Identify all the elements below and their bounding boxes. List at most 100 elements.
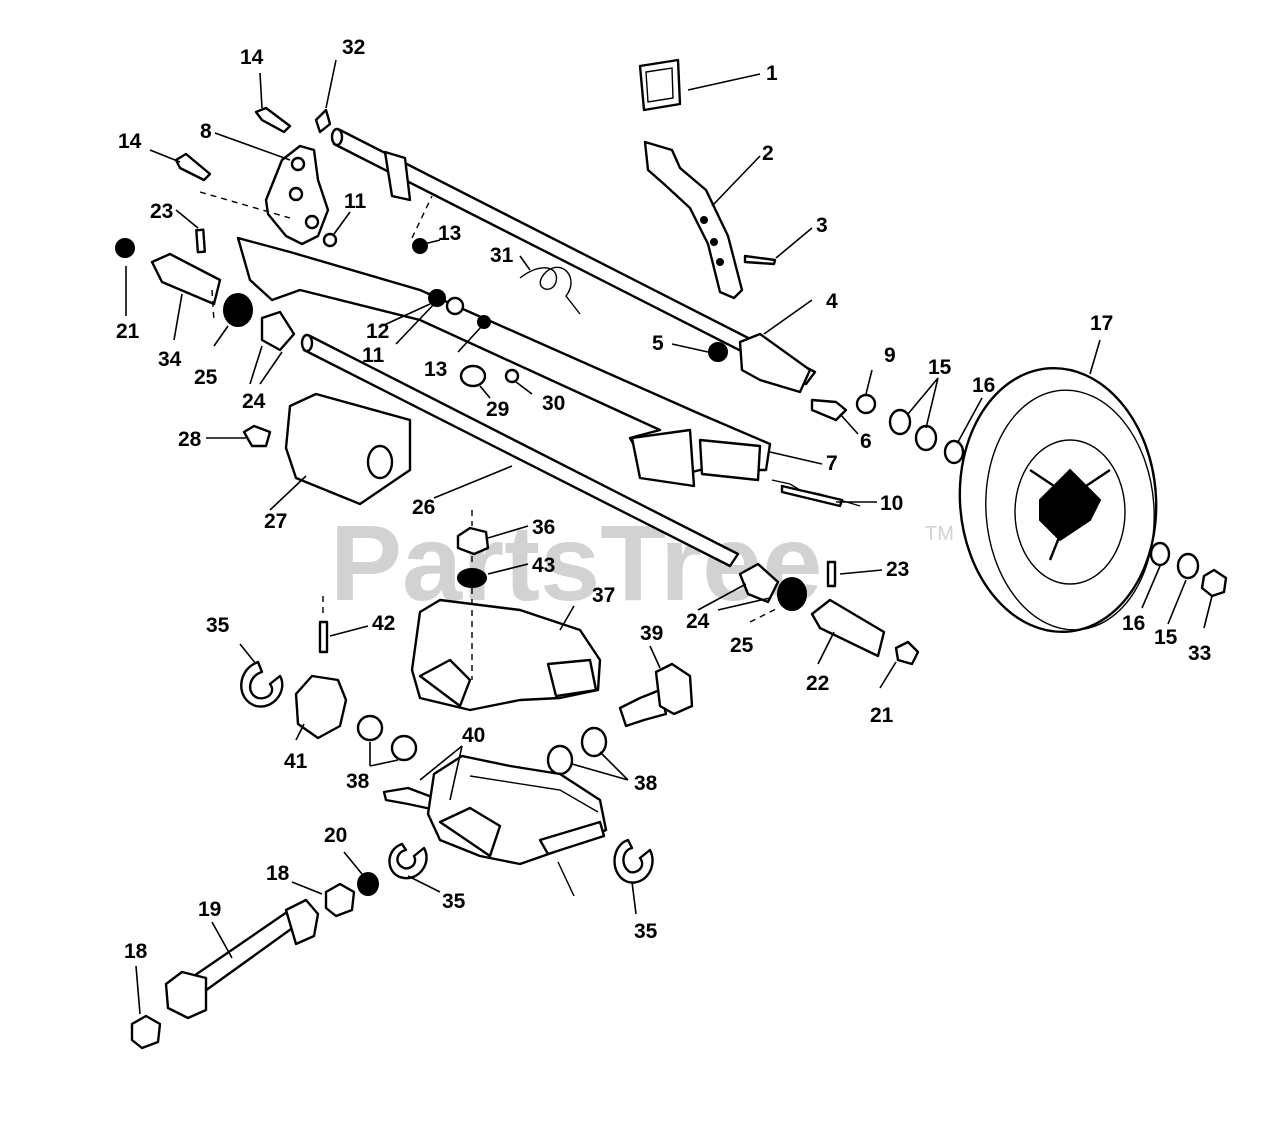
part-clip-32	[314, 108, 332, 134]
part-bearing-22	[810, 598, 886, 658]
callout-23a: 23	[150, 200, 173, 223]
part-bolt-14a	[254, 106, 292, 134]
part-washer-38d	[580, 726, 608, 758]
part-nut-13b	[477, 315, 491, 329]
watermark: PartsTree TM	[330, 502, 954, 623]
callout-35b: 35	[442, 890, 466, 913]
callout-17: 17	[1090, 312, 1113, 335]
callout-19: 19	[198, 898, 221, 921]
part-pinion-39	[618, 662, 694, 728]
callout-36: 36	[532, 516, 555, 539]
callout-42: 42	[372, 612, 395, 635]
part-bushing-24a	[260, 310, 296, 352]
part-washer-15a	[888, 408, 912, 436]
callout-38a: 38	[346, 770, 370, 793]
part-washer-38a	[356, 714, 384, 742]
part-cap-21a	[115, 238, 135, 258]
part-gear-housing-lower	[426, 754, 608, 866]
callout-14a: 14	[240, 46, 264, 69]
callout-34: 34	[158, 348, 182, 371]
callout-35c: 35	[634, 920, 658, 943]
callout-21b: 21	[870, 704, 894, 727]
part-bushing-29	[459, 364, 487, 388]
part-snap-ring-35b	[388, 842, 428, 880]
part-bushing-24b	[738, 562, 780, 604]
callout-1: 1	[766, 62, 778, 85]
part-pad	[638, 58, 682, 112]
leader-lines	[125, 59, 1213, 1015]
callout-16b: 16	[1122, 612, 1145, 635]
part-snap-ring-35a	[240, 660, 284, 708]
callout-41: 41	[284, 750, 308, 773]
callout-7: 7	[826, 452, 838, 475]
part-washer-12	[445, 296, 465, 316]
callout-21a: 21	[116, 320, 140, 343]
callout-15a: 15	[928, 356, 952, 379]
part-gear-41	[294, 674, 348, 740]
callout-30: 30	[542, 392, 565, 415]
part-nut-36	[456, 526, 490, 556]
callout-labels: 1 2 3 4 5 6 7 8 9 10 11 11 12 13 13 14 1…	[116, 36, 1211, 963]
part-washer-43	[457, 568, 487, 588]
part-bearing-25b	[777, 577, 807, 611]
part-bushing-18a	[324, 882, 356, 918]
callout-13a: 13	[438, 222, 461, 245]
callout-22: 22	[806, 672, 829, 695]
callout-24b: 24	[686, 610, 710, 633]
callout-27: 27	[264, 510, 287, 533]
callout-37: 37	[592, 584, 615, 607]
part-washer-38b	[390, 734, 418, 762]
callout-43: 43	[532, 554, 555, 577]
callout-25a: 25	[194, 366, 218, 389]
callout-4: 4	[826, 290, 838, 313]
watermark-tm: TM	[925, 523, 954, 545]
callout-40: 40	[462, 724, 485, 747]
part-upper-shaft	[330, 127, 817, 386]
part-cap-21b	[894, 640, 920, 666]
callout-5: 5	[652, 332, 664, 355]
part-bushing-18b	[130, 1014, 162, 1050]
callout-10: 10	[880, 492, 903, 515]
part-gear-housing-upper	[410, 598, 602, 712]
part-spring-31	[519, 266, 581, 315]
part-nut-9	[855, 393, 877, 415]
part-bushing-5	[708, 342, 728, 362]
callout-9: 9	[884, 344, 896, 367]
part-axle-19	[164, 898, 320, 1020]
callout-35a: 35	[206, 614, 230, 637]
part-pin-42	[318, 620, 329, 654]
callout-29: 29	[486, 398, 509, 421]
part-screw-28	[242, 424, 272, 448]
part-main-frame	[236, 236, 772, 488]
part-side-plate	[264, 144, 330, 246]
part-bolt-6	[810, 398, 848, 422]
callout-15b: 15	[1154, 626, 1178, 649]
part-bearing-25a	[223, 293, 253, 327]
part-height-bracket	[643, 140, 744, 300]
part-nut-13a	[412, 238, 428, 254]
callout-31: 31	[490, 244, 514, 267]
callout-14b: 14	[118, 130, 142, 153]
callout-33: 33	[1188, 642, 1211, 665]
part-pin-3	[743, 254, 777, 266]
callout-32: 32	[342, 36, 365, 59]
callout-23b: 23	[886, 558, 909, 581]
part-washer-11a	[322, 232, 338, 248]
part-washer-16a	[943, 439, 965, 465]
part-bracket-4	[738, 332, 812, 394]
callout-24a: 24	[242, 390, 266, 413]
part-pin-23b	[826, 560, 837, 588]
part-cover-27	[284, 392, 412, 506]
callout-16a: 16	[972, 374, 995, 397]
part-wheel	[958, 366, 1158, 634]
part-washer-30	[504, 368, 520, 384]
callout-11b: 11	[362, 344, 385, 367]
callout-11a: 11	[344, 190, 367, 213]
part-bolt-14b	[174, 152, 212, 182]
parts-drawing	[115, 58, 1228, 1050]
part-pin-23a	[195, 228, 207, 254]
part-nut-33	[1200, 568, 1228, 598]
callout-6: 6	[860, 430, 872, 453]
part-snap-ring-35c	[613, 838, 654, 884]
